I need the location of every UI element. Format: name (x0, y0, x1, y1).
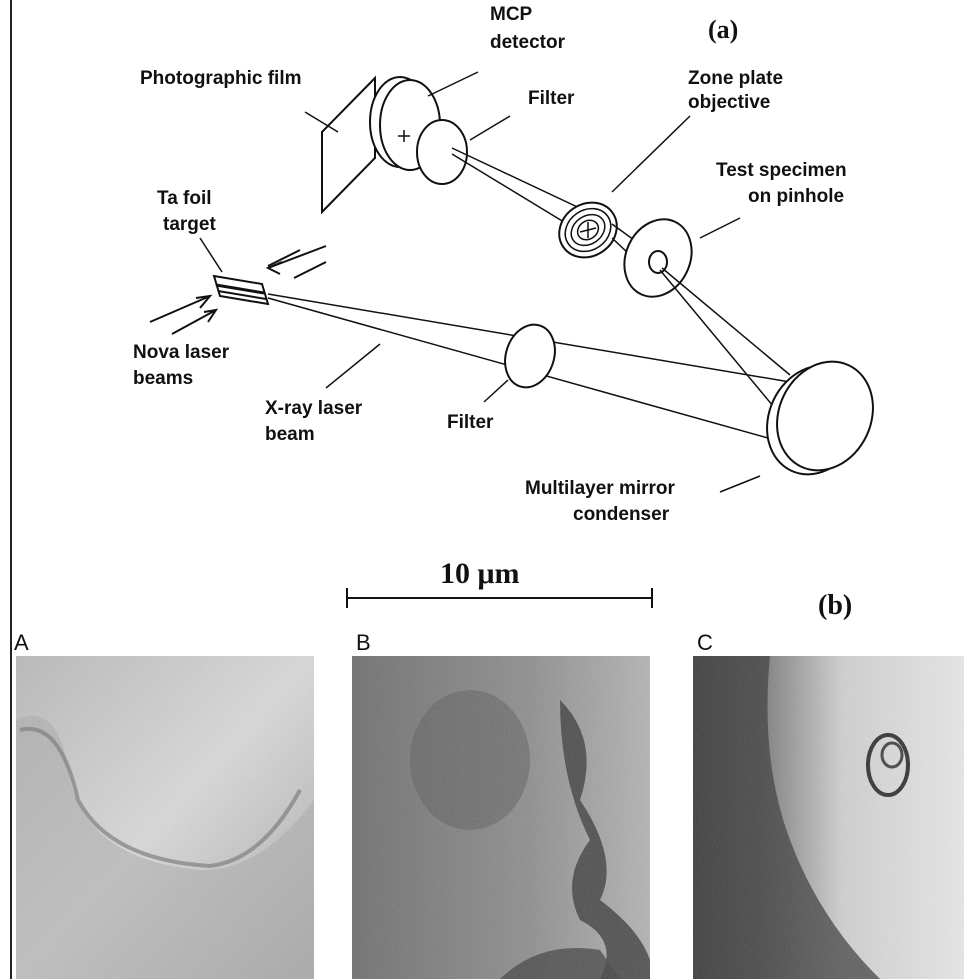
photographic-film-plate (322, 78, 375, 212)
label-xray-1: X-ray laser (265, 398, 363, 419)
micrograph-c-letter: C (697, 630, 713, 655)
label-mirror-1: Multilayer mirror (525, 478, 676, 499)
panel-b-tag: (b) (818, 590, 852, 621)
label-ta-foil-1: Ta foil (157, 188, 212, 209)
micrograph-b-letter: B (356, 630, 371, 655)
filter-bottom-disk (497, 318, 562, 394)
zone-plate-objective (549, 191, 628, 268)
label-mcp-2: detector (490, 32, 566, 53)
micrograph-a (16, 656, 314, 979)
label-nova-1: Nova laser (133, 342, 230, 363)
label-test-specimen-1: Test specimen (716, 160, 847, 181)
label-ta-foil-2: target (163, 214, 216, 235)
label-xray-2: beam (265, 424, 315, 445)
micrograph-a-letter: A (14, 630, 29, 655)
label-mcp-1: MCP (490, 4, 533, 25)
label-test-specimen-2: on pinhole (748, 186, 844, 207)
ta-foil-target (214, 276, 268, 304)
label-filter-top: Filter (528, 88, 575, 109)
label-zone-plate-1: Zone plate (688, 68, 783, 89)
label-mirror-2: condenser (573, 504, 670, 525)
beam-specimen-to-mirror (660, 268, 790, 412)
micrograph-b (352, 656, 650, 979)
scale-bar-label: 10 μm (440, 557, 520, 590)
label-nova-2: beams (133, 368, 193, 389)
label-filter-bottom: Filter (447, 412, 494, 433)
scale-bar (347, 588, 652, 608)
label-photographic-film: Photographic film (140, 68, 302, 89)
panel-a-tag: (a) (708, 15, 738, 44)
test-specimen-pinhole (612, 208, 704, 308)
micrograph-c (693, 656, 964, 979)
label-zone-plate-2: objective (688, 92, 770, 113)
multilayer-mirror-condenser (750, 346, 891, 490)
